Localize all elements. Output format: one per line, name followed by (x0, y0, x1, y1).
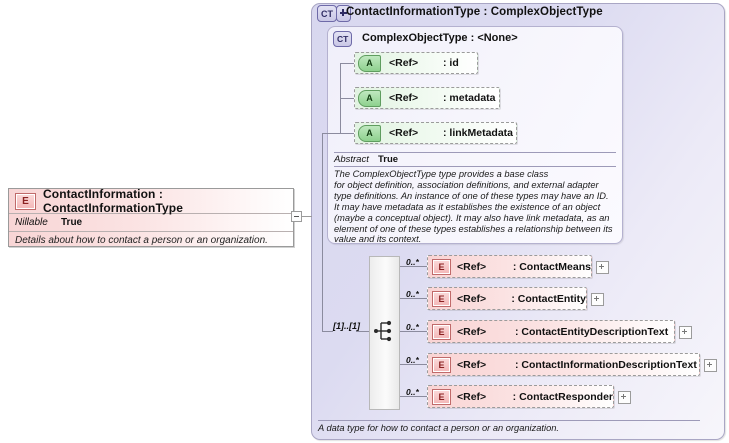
element-ref-row[interactable]: E <Ref> : ContactEntityDescriptionText (427, 320, 675, 343)
complex-type-badge-group[interactable]: CT (317, 5, 351, 22)
tree-branch-to-sequence (322, 331, 333, 332)
element-ref-row[interactable]: E <Ref> : ContactMeans (427, 255, 592, 278)
element-name: : ContactEntity (511, 292, 586, 305)
doc-line: for object definition, association defin… (334, 179, 599, 190)
occurrence-label: 0..* (406, 387, 419, 397)
plus-icon[interactable] (618, 391, 631, 404)
element-property-row: Nillable True (9, 214, 293, 232)
element-badge: E (432, 323, 451, 340)
tree-branch (340, 133, 354, 134)
seq-branch (400, 298, 427, 299)
sequence-occurrence: [1]..[1] (333, 321, 360, 331)
element-name: : ContactResponder (512, 390, 613, 403)
occurrence-label: 0..* (406, 322, 419, 332)
seq-branch (400, 331, 427, 332)
tree-branch-to-attributes (322, 133, 340, 134)
abstract-value: True (378, 154, 399, 165)
sequence-compositor-box[interactable] (369, 256, 400, 410)
doc-line: (maybe a conceptual object). It may also… (334, 212, 610, 223)
tree-branch (340, 63, 354, 64)
abstract-label: Abstract (334, 154, 369, 165)
seq-branch (400, 364, 427, 365)
element-ref: <Ref> (457, 260, 487, 273)
element-ref-row[interactable]: E <Ref> : ContactEntity (427, 287, 587, 310)
tree-trunk-main (322, 133, 323, 332)
property-label: Nillable (15, 217, 48, 228)
element-ref: <Ref> (457, 325, 487, 338)
element-box[interactable]: E ContactInformation : ContactInformatio… (8, 187, 294, 247)
element-box-header: E ContactInformation : ContactInformatio… (9, 187, 293, 215)
doc-line: type definitions. An instance of one of … (334, 190, 609, 201)
tree-branch (340, 98, 354, 99)
attribute-name: : metadata (443, 92, 496, 104)
element-ref: <Ref> (457, 292, 487, 305)
attribute-ref: <Ref> (389, 92, 419, 104)
seq-branch (400, 266, 427, 267)
occurrence-label: 0..* (406, 355, 419, 365)
plus-icon[interactable] (591, 293, 604, 306)
seq-branch (400, 396, 427, 397)
abstract-row: Abstract True (334, 152, 616, 167)
element-name: : ContactEntityDescriptionText (515, 325, 669, 338)
attribute-ref: <Ref> (389, 127, 419, 139)
element-badge: E (432, 356, 451, 373)
doc-line: The ComplexObjectType type provides a ba… (334, 169, 549, 179)
attribute-row[interactable]: A <Ref> : id (354, 52, 478, 74)
divider (318, 420, 700, 421)
sequence-compositor-icon (374, 320, 392, 342)
doc-line: element of one of these types establishe… (334, 223, 613, 234)
element-name: : ContactMeans (512, 260, 591, 273)
plus-icon[interactable] (336, 5, 351, 22)
plus-icon[interactable] (596, 261, 609, 274)
doc-line: It may have metadata as it establishes t… (334, 201, 601, 212)
element-badge: E (15, 192, 36, 210)
property-value: True (61, 217, 83, 228)
element-ref: <Ref> (457, 390, 487, 403)
element-ref: <Ref> (457, 358, 487, 371)
attribute-name: : id (443, 57, 459, 69)
attribute-badge: A (358, 89, 381, 107)
element-documentation: Details about how to contact a person or… (15, 234, 268, 246)
occurrence-label: 0..* (406, 289, 419, 299)
type-documentation: A data type for how to contact a person … (318, 423, 560, 433)
ct-badge: CT (317, 5, 337, 22)
minus-icon[interactable] (291, 211, 302, 222)
attribute-badge: A (358, 124, 381, 142)
occurrence-label: 0..* (406, 257, 419, 267)
plus-icon[interactable] (704, 359, 717, 372)
connector-line (302, 216, 312, 217)
element-badge: E (432, 290, 451, 307)
inner-ct-badge-group: CT (333, 31, 353, 47)
element-name: : ContactInformationDescriptionText (515, 358, 697, 371)
inner-complex-type-title: ComplexObjectType : <None> (362, 32, 518, 44)
element-ref-row[interactable]: E <Ref> : ContactResponder (427, 385, 614, 408)
element-badge: E (432, 388, 451, 405)
attribute-badge: A (358, 54, 381, 72)
plus-icon[interactable] (679, 326, 692, 339)
attribute-row[interactable]: A <Ref> : linkMetadata (354, 122, 517, 144)
complex-type-title: ContactInformationType : ComplexObjectTy… (346, 6, 603, 18)
element-title: ContactInformation : ContactInformationT… (43, 187, 183, 215)
element-badge: E (432, 258, 451, 275)
element-ref-row[interactable]: E <Ref> : ContactInformationDescriptionT… (427, 353, 700, 376)
inner-type-documentation: The ComplexObjectType type provides a ba… (334, 169, 620, 245)
tree-branch-sequence-in (356, 331, 369, 332)
ct-badge: CT (333, 31, 353, 47)
attribute-name: : linkMetadata (443, 127, 514, 139)
attribute-row[interactable]: A <Ref> : metadata (354, 87, 500, 109)
doc-line: value and its context. (334, 234, 422, 245)
attribute-ref: <Ref> (389, 57, 419, 69)
